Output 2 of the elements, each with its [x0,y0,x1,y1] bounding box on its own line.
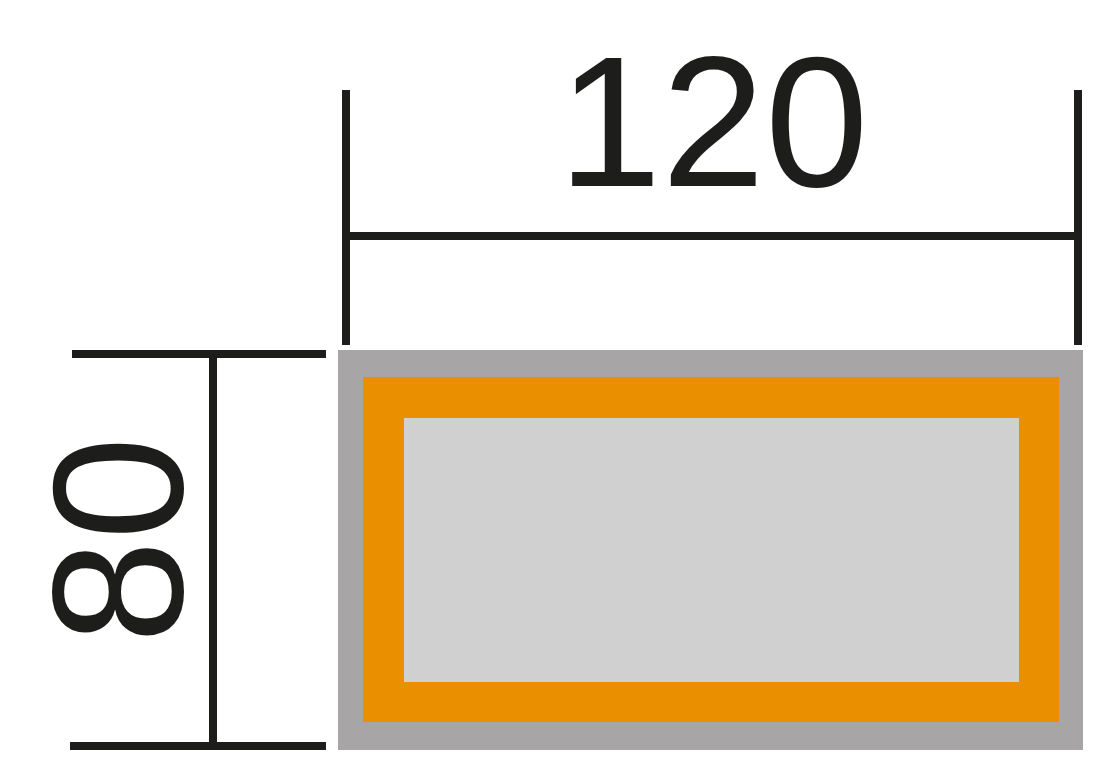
dimension-label: 120 [558,29,869,215]
dimension-label: 80 [24,436,211,644]
